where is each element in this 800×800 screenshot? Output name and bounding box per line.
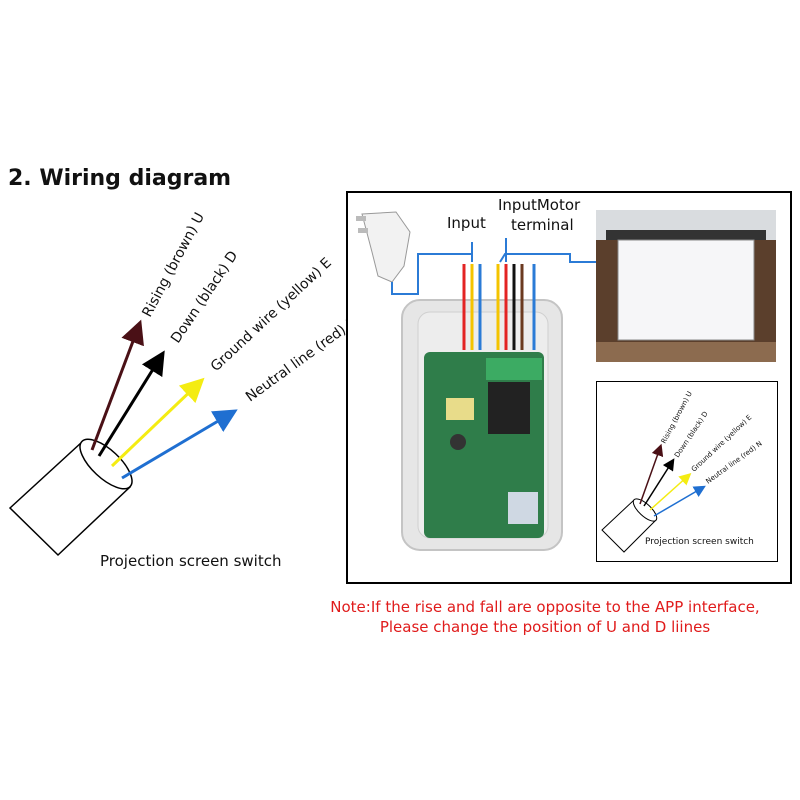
input-motor-label: InputMotor (498, 196, 581, 214)
note-line-1: Note:If the rise and fall are opposite t… (330, 598, 760, 616)
power-plug (356, 211, 411, 283)
wire-ground-yellow (110, 377, 205, 468)
circuit-board (424, 352, 544, 538)
terminal-label: terminal (511, 216, 574, 234)
inset-cable-label: Projection screen switch (645, 537, 754, 547)
plug-connector-line (391, 253, 472, 295)
inset-cable-cylinder (601, 498, 658, 553)
note-line-2: Please change the position of U and D li… (379, 618, 711, 636)
wire-down-black (97, 350, 165, 457)
wire-neutral-blue (121, 409, 238, 480)
cable-cylinder (8, 438, 133, 557)
motor-connector-line (499, 253, 620, 263)
terminal-wires (462, 264, 536, 350)
wire-rising-brown (90, 319, 144, 451)
projection-screen-photo (596, 210, 776, 362)
input-label: Input (447, 214, 486, 232)
page-title: 2. Wiring diagram (8, 166, 232, 191)
wiring-note: Note:If the rise and fall are opposite t… (300, 597, 790, 637)
cable-label: Projection screen switch (100, 552, 282, 570)
